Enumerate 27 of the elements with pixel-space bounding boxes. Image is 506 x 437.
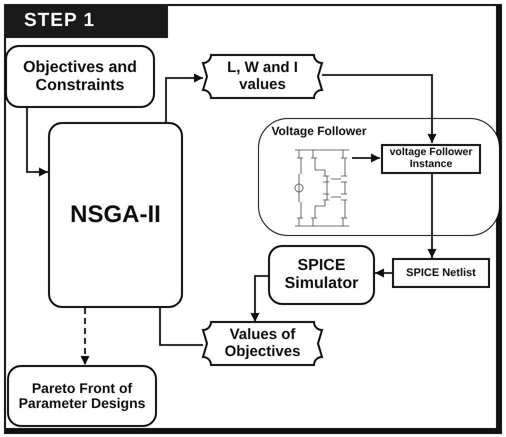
arrow: [322, 74, 436, 143]
node-label: Objectives and Constraints: [22, 58, 138, 94]
node-label: SPICE Netlist: [405, 266, 477, 280]
arrow: [375, 268, 392, 278]
node-label: voltage Follower Instance: [388, 147, 474, 171]
rounded-box: [48, 122, 183, 308]
node-label: Pareto Front of Parameter Designs: [18, 380, 146, 412]
arrow: [428, 173, 436, 258]
rectangle-box: [381, 144, 481, 174]
arrow: [352, 154, 380, 162]
group-panel: [258, 118, 500, 236]
rounded-box: [5, 45, 155, 108]
step-title: STEP 1: [4, 4, 168, 38]
arrow: [165, 74, 203, 122]
rounded-box: [7, 365, 157, 427]
node-label: NSGA-II: [69, 202, 162, 228]
node-label: Values of Objectives: [224, 327, 302, 360]
node-label: Voltage Follower: [271, 123, 368, 138]
scroll-shape: [203, 55, 322, 98]
scroll-shape: [203, 322, 322, 365]
arrow: [26, 108, 48, 176]
rounded-box: [268, 245, 375, 305]
arrow: [80, 308, 90, 365]
node-label: L, W and I values: [226, 60, 299, 93]
arrow: [250, 275, 268, 322]
node-label: SPICE Simulator: [284, 257, 360, 293]
rectangle-box: [392, 258, 490, 288]
